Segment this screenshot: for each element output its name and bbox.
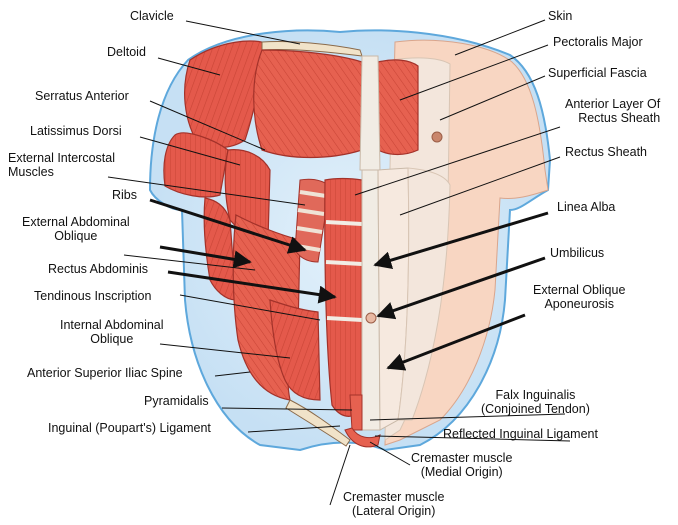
label-pectoralis-major: Pectoralis Major xyxy=(553,35,643,49)
label-skin: Skin xyxy=(548,9,572,23)
nipple xyxy=(432,132,442,142)
label-deltoid: Deltoid xyxy=(107,45,146,59)
label-cremaster-medial: Cremaster muscle (Medial Origin) xyxy=(411,451,512,479)
label-external-abdominal-oblique: External Abdominal Oblique xyxy=(22,215,130,243)
umbilicus-mark xyxy=(366,313,376,323)
label-ribs: Ribs xyxy=(112,188,137,202)
label-linea-alba: Linea Alba xyxy=(557,200,615,214)
label-tendinous-inscription: Tendinous Inscription xyxy=(34,289,151,303)
label-internal-abdominal-oblique: Internal Abdominal Oblique xyxy=(60,318,164,346)
label-superficial-fascia: Superficial Fascia xyxy=(548,66,647,80)
label-reflected-inguinal-ligament: Reflected Inguinal Ligament xyxy=(443,427,598,441)
label-rectus-sheath: Rectus Sheath xyxy=(565,145,647,159)
label-anterior-layer-rectus-sheath: Anterior Layer Of Rectus Sheath xyxy=(565,97,660,125)
label-rectus-abdominis: Rectus Abdominis xyxy=(48,262,148,276)
label-latissimus-dorsi: Latissimus Dorsi xyxy=(30,124,122,138)
sternum xyxy=(360,56,380,170)
label-clavicle: Clavicle xyxy=(130,9,174,23)
label-pyramidalis: Pyramidalis xyxy=(144,394,209,408)
label-anterior-superior-iliac-spine: Anterior Superior Iliac Spine xyxy=(27,366,183,380)
label-external-intercostal: External Intercostal Muscles xyxy=(8,151,115,179)
label-inguinal-ligament: Inguinal (Poupart's) Ligament xyxy=(48,421,211,435)
label-falx-inguinalis: Falx Inguinalis (Conjoined Tendon) xyxy=(481,388,590,416)
label-external-oblique-aponeurosis: External Oblique Aponeurosis xyxy=(533,283,625,311)
label-serratus-anterior: Serratus Anterior xyxy=(35,89,129,103)
pyramidalis-muscle xyxy=(350,395,362,430)
label-cremaster-lateral: Cremaster muscle (Lateral Origin) xyxy=(343,490,444,518)
linea-alba xyxy=(362,170,380,430)
right-pectoralis xyxy=(378,60,418,155)
left-pectoralis xyxy=(254,50,362,158)
label-umbilicus: Umbilicus xyxy=(550,246,604,260)
